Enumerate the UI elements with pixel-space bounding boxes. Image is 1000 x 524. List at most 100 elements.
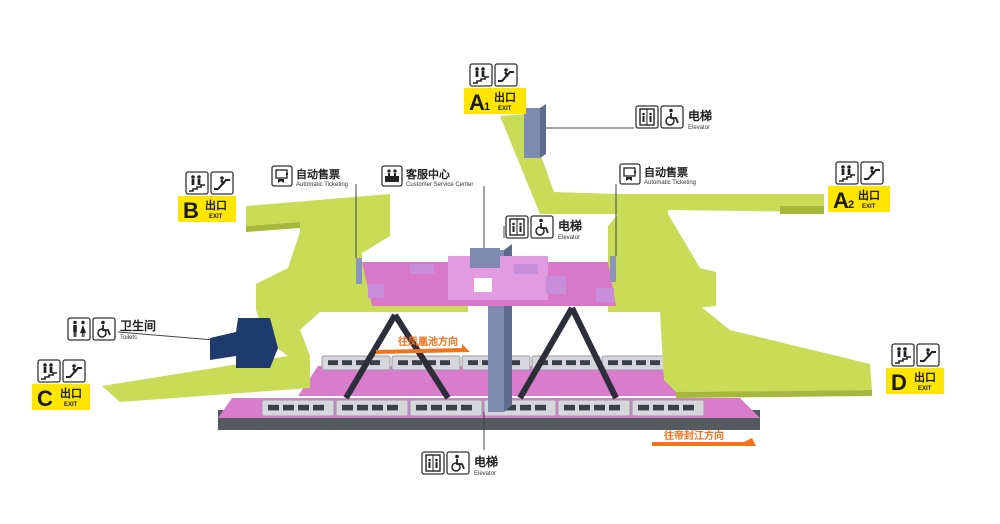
- leader-lines: [117, 127, 634, 450]
- walkway-d: [660, 306, 872, 392]
- exit-a2-en: EXIT: [862, 204, 876, 210]
- train-upper-window: [356, 360, 366, 366]
- exit-b-cn: 出口: [205, 198, 227, 212]
- ticket-machine-icon: [619, 163, 641, 185]
- train-upper-window: [650, 360, 660, 366]
- walkway-c: [102, 356, 310, 402]
- elevator-middle-en: Elevator: [558, 235, 580, 241]
- escalator-icon: [494, 63, 518, 87]
- paid-area-void: [474, 278, 492, 292]
- ticketing-right-cn: 自动售票: [644, 165, 688, 179]
- direction-lower-label: 往帝封江方向: [664, 429, 724, 442]
- train-lower-window: [579, 404, 590, 411]
- elevator-top-en: Elevator: [688, 125, 710, 131]
- toilets-label[interactable]: 卫生间 Toilets: [67, 317, 156, 341]
- train-lower-window: [609, 404, 620, 411]
- train-lower-window: [283, 404, 294, 411]
- train-upper-window: [468, 360, 478, 366]
- elevator-label-top[interactable]: 电梯 Elevator: [635, 105, 712, 131]
- ticketing-label-left[interactable]: 自动售票 Automatic Ticketing: [271, 165, 348, 188]
- exit-c-letter: C: [37, 386, 53, 411]
- train-lower-window: [313, 404, 324, 411]
- train-lower-window: [372, 404, 383, 411]
- escalator-icon: [62, 359, 86, 383]
- elevator-label-middle[interactable]: 电梯 Elevator: [505, 215, 582, 241]
- concourse-paid-area: [362, 256, 616, 306]
- train-lower-window: [446, 404, 457, 411]
- exit-c-cn: 出口: [60, 386, 82, 400]
- exit-d-sign[interactable]: D 出口 EXIT: [886, 343, 944, 395]
- exit-a1-en: EXIT: [498, 106, 512, 112]
- wheelchair-icon: [92, 317, 116, 341]
- train-lower-window: [268, 404, 279, 411]
- wheelchair-icon: [446, 451, 470, 475]
- ticketing-label-right[interactable]: 自动售票 Automatic Ticketing: [619, 163, 696, 186]
- train-upper-window: [510, 360, 520, 366]
- support-structure: [343, 306, 619, 400]
- exit-d-cn: 出口: [914, 370, 936, 384]
- exit-a2-sub: 2: [848, 199, 854, 211]
- train-lower-window: [668, 404, 679, 411]
- escalator-icon: [210, 171, 234, 195]
- train-upper-window: [328, 360, 338, 366]
- train-lower-window: [357, 404, 368, 411]
- train-upper-window: [622, 360, 632, 366]
- train-lower-window: [387, 404, 398, 411]
- ticket-machine-right: [610, 256, 616, 282]
- exit-d-en: EXIT: [918, 386, 932, 392]
- wheelchair-icon: [530, 215, 554, 239]
- escalator-icon: [916, 343, 940, 367]
- exit-b-sign[interactable]: B 出口 EXIT: [178, 171, 236, 223]
- train-upper-window: [580, 360, 590, 366]
- train-lower-window: [416, 404, 427, 411]
- exit-a2-cn: 出口: [858, 188, 880, 202]
- service-center-en: Customer Service Center: [406, 182, 473, 188]
- train-lower-window: [638, 404, 649, 411]
- elevator-top-cn: 电梯: [688, 108, 712, 123]
- elevator-icon: [505, 215, 529, 239]
- exit-a1-cn: 出口: [494, 90, 516, 104]
- toilets-block: [210, 318, 278, 368]
- wheelchair-icon: [660, 105, 684, 129]
- train-lower-window: [564, 404, 575, 411]
- stairs-icon: [891, 343, 915, 367]
- train-lower-window: [594, 404, 605, 411]
- train-upper-window: [426, 360, 436, 366]
- train-lower-window: [535, 404, 546, 411]
- elevator-top-center: [470, 248, 500, 268]
- ticketing-left-cn: 自动售票: [296, 167, 340, 181]
- ticket-machine-icon: [271, 165, 293, 187]
- elevator-icon: [635, 105, 659, 129]
- train-upper-window: [608, 360, 618, 366]
- walkway-a1: [500, 114, 620, 214]
- stairs-icon: [37, 359, 61, 383]
- ticket-machine-left: [356, 258, 362, 284]
- exit-c-en: EXIT: [64, 402, 78, 408]
- exit-b-en: EXIT: [209, 214, 223, 220]
- train-lower-window: [431, 404, 442, 411]
- toilets-icon: [67, 317, 91, 341]
- ticketing-right-en: Automatic Ticketing: [644, 180, 696, 186]
- walkway-main-right: [608, 214, 716, 312]
- elevator-middle-cn: 电梯: [558, 218, 582, 233]
- elevator-tower-a1: [524, 108, 540, 158]
- train-upper-window: [566, 360, 576, 366]
- exit-a1-letter: A: [469, 90, 485, 115]
- exit-c-sign[interactable]: C 出口 EXIT: [32, 359, 90, 411]
- train-upper-window: [440, 360, 450, 366]
- elevator-label-bottom[interactable]: 电梯 Elevator: [421, 451, 498, 477]
- service-center-label[interactable]: 客服中心 Customer Service Center: [381, 165, 473, 188]
- exit-a1-sign[interactable]: A 1 出口 EXIT: [464, 63, 526, 115]
- stairs-icon: [835, 161, 859, 185]
- exit-a2-letter: A: [833, 188, 849, 213]
- walkway-a2: [618, 194, 824, 226]
- exit-d-letter: D: [891, 370, 907, 395]
- train-lower-window: [461, 404, 472, 411]
- train-upper-window: [482, 360, 492, 366]
- train-lower-window: [298, 404, 309, 411]
- train-lower-window: [342, 404, 353, 411]
- train-upper-window: [412, 360, 422, 366]
- exit-b-letter: B: [183, 198, 199, 223]
- exit-a2-sign[interactable]: A 2 出口 EXIT: [828, 161, 890, 213]
